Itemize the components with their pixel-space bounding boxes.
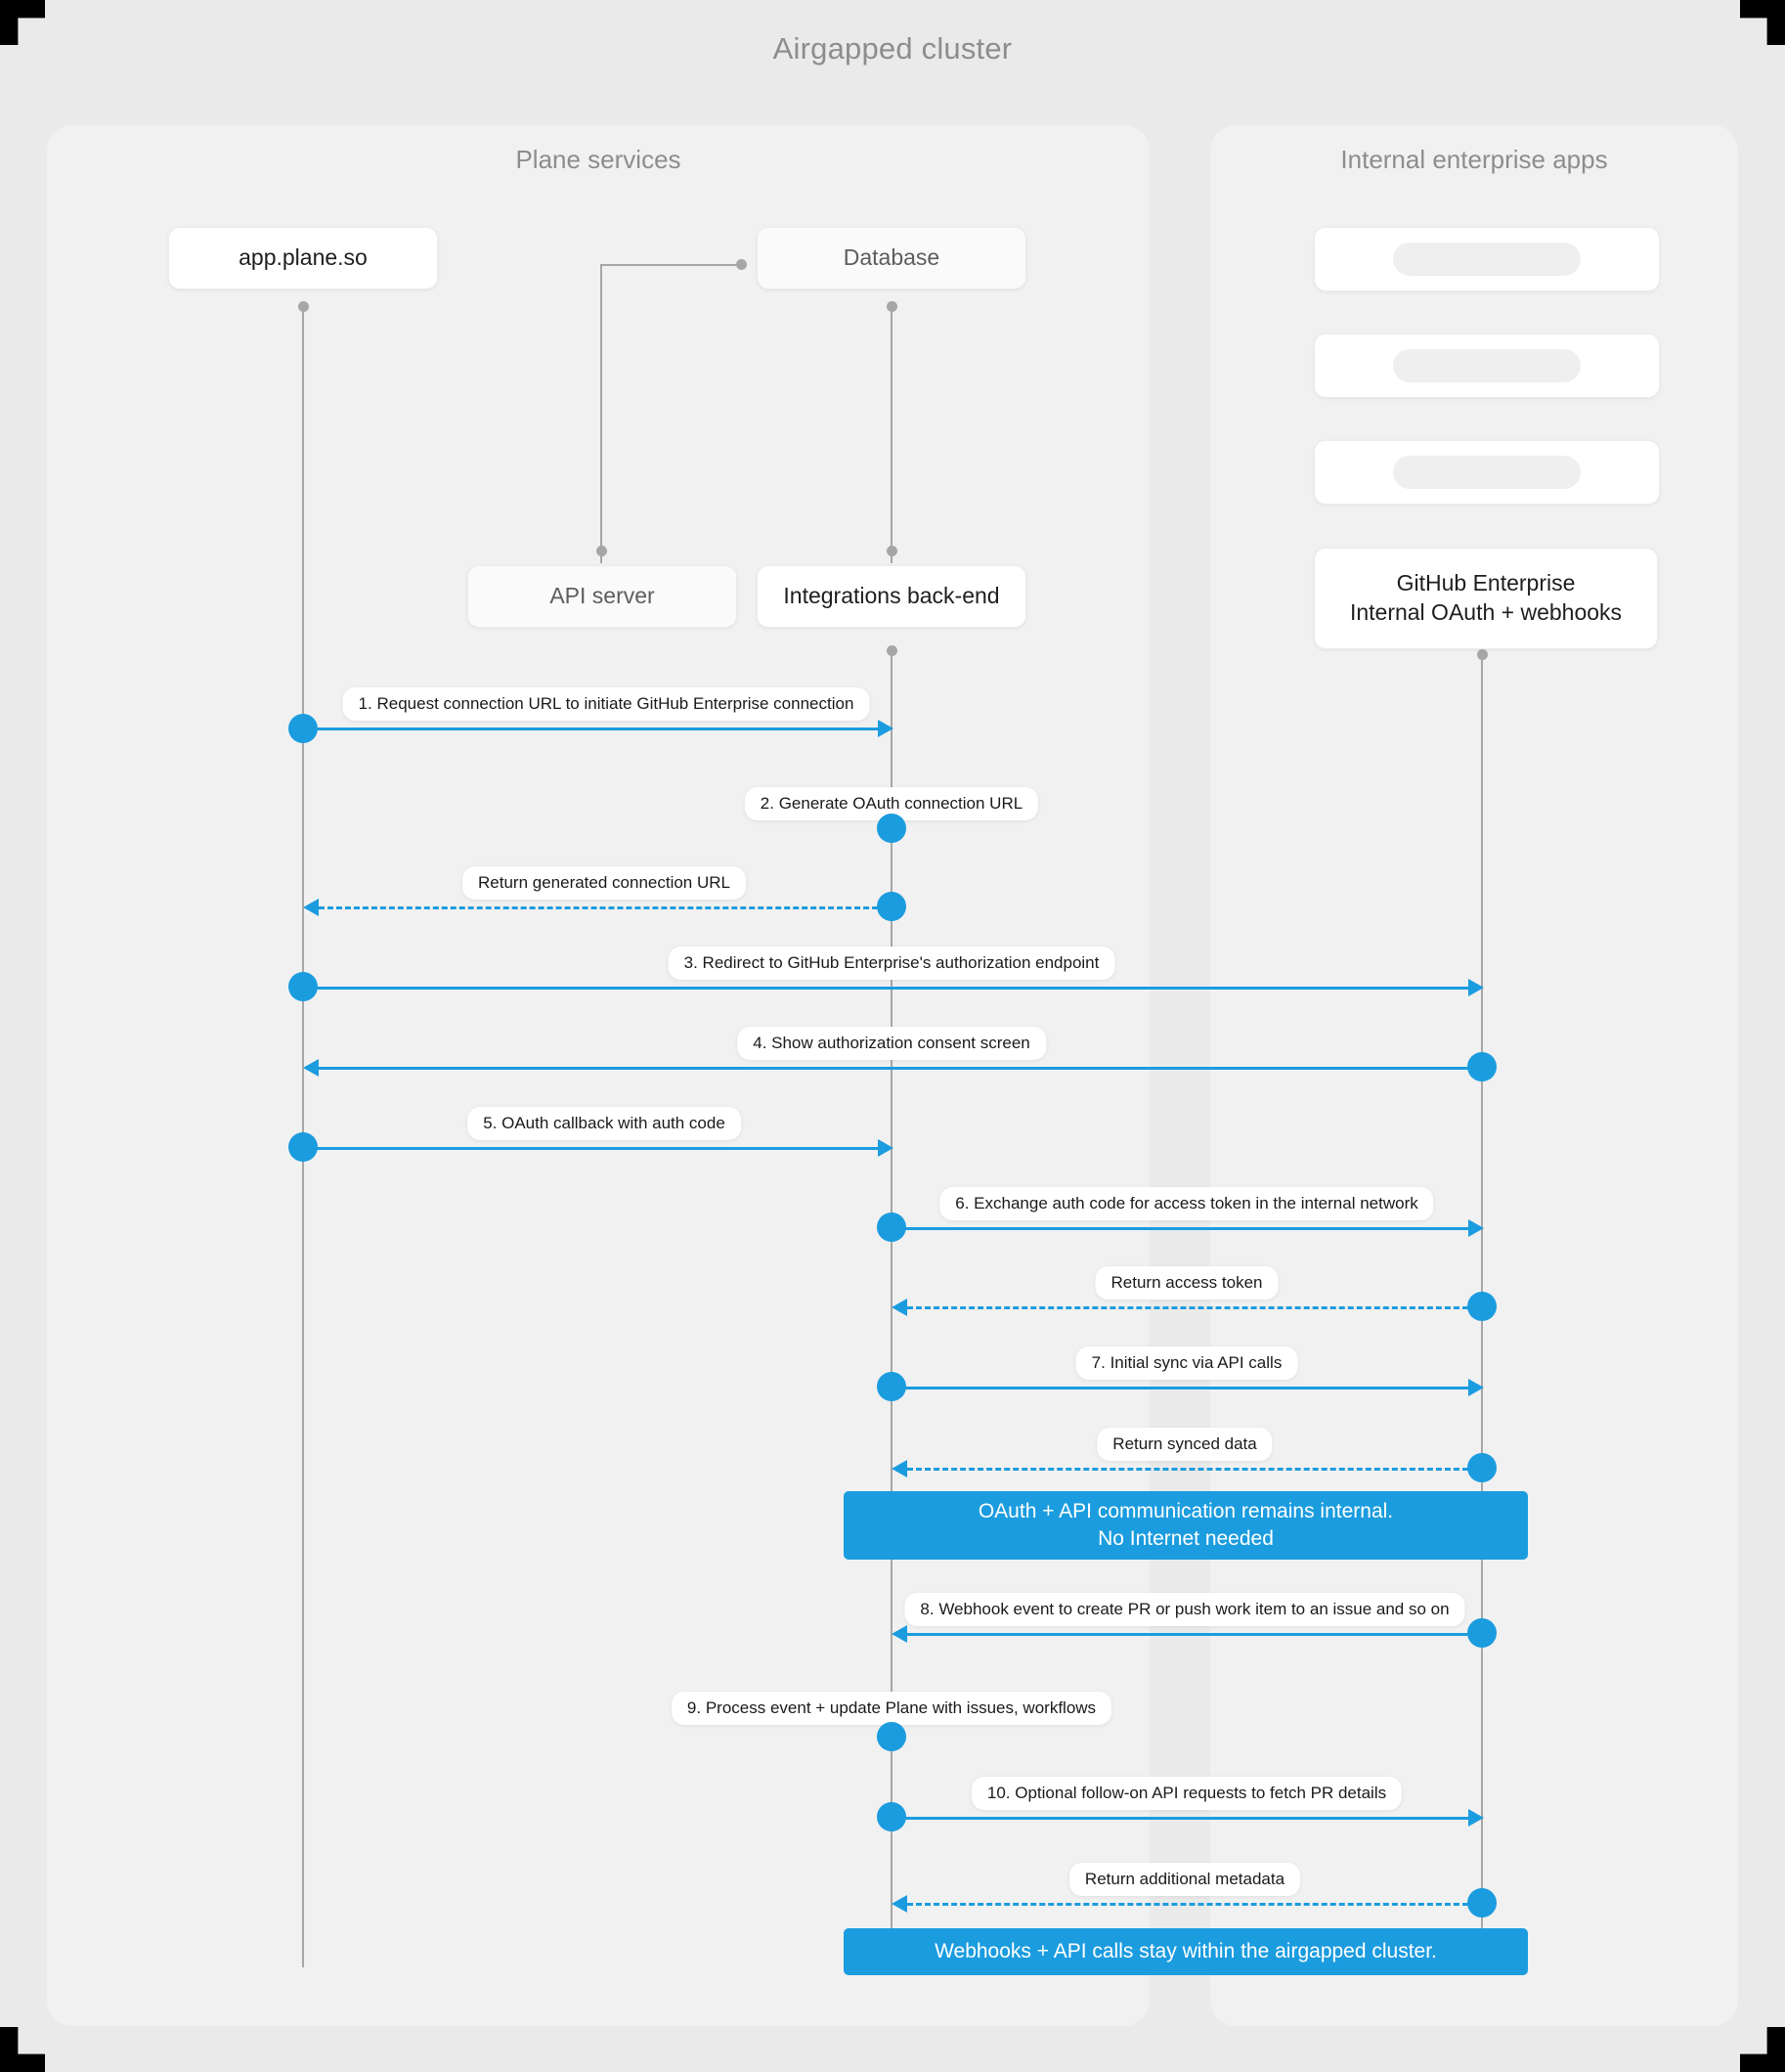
panel-plane-services: Plane services [47,125,1150,2026]
placeholder-box-1[interactable] [1314,227,1660,291]
diagram-title: Airgapped cluster [772,31,1013,66]
message-label-7: 7. Initial sync via API calls [1075,1346,1298,1380]
crop-mark-bottom-right [1740,2027,1785,2072]
node-label-database: Database [843,244,940,271]
note-oauth-internal-line2: No Internet needed [1098,1527,1274,1550]
message-line-return-access-token [907,1306,1486,1309]
message-arrow-1 [878,720,893,737]
lifeline-dot-api-server [595,546,607,556]
message-line-4 [319,1067,1486,1070]
message-label-1: 1. Request connection URL to initiate Gi… [342,687,870,721]
node-api-server[interactable]: API server [467,565,737,628]
message-line-10 [892,1817,1472,1820]
placeholder-bar-2 [1393,349,1581,382]
activation-dot-2-self [877,814,906,843]
note-oauth-internal-line1: OAuth + API communication remains intern… [978,1499,1394,1522]
activation-dot-return-synced-data-source [1467,1453,1497,1482]
node-integrations-backend[interactable]: Integrations back-end [757,565,1026,628]
crop-mark-bottom-left [0,2027,45,2072]
activation-dot-4-source [1467,1052,1497,1081]
message-label-8: 8. Webhook event to create PR or push wo… [904,1593,1465,1626]
activation-dot-return-connection-url-source [877,892,906,921]
panel-title-plane-services: Plane services [515,145,681,174]
lifeline-dot-github-enterprise [1476,649,1488,660]
activation-dot-10-source [877,1802,906,1831]
message-arrow-7 [1468,1379,1484,1396]
placeholder-box-2[interactable] [1314,333,1660,398]
node-github-enterprise[interactable]: GitHub Enterprise Internal OAuth + webho… [1314,548,1658,649]
note-webhooks-internal-line1: Webhooks + API calls stay within the air… [935,1939,1437,1962]
note-oauth-internal: OAuth + API communication remains intern… [844,1491,1528,1560]
activation-dot-5-source [288,1132,318,1162]
node-label-github-enterprise-line1: GitHub Enterprise [1396,570,1576,596]
message-label-return-synced-data: Return synced data [1097,1428,1273,1461]
message-label-5: 5. OAuth callback with auth code [467,1107,741,1140]
message-line-5 [303,1147,882,1150]
activation-dot-return-additional-metadata-source [1467,1888,1497,1918]
panel-title-internal-enterprise-apps: Internal enterprise apps [1340,145,1608,174]
lifeline-api-server [600,264,602,563]
activation-dot-6-source [877,1212,906,1242]
message-line-6 [892,1227,1472,1230]
connector-dot-database [735,259,747,270]
message-arrow-5 [878,1139,893,1157]
message-line-1 [303,727,882,730]
message-line-return-additional-metadata [907,1903,1486,1906]
message-line-return-synced-data [907,1468,1486,1471]
message-label-6: 6. Exchange auth code for access token i… [939,1187,1434,1220]
placeholder-bar-3 [1393,456,1581,489]
message-label-9: 9. Process event + update Plane with iss… [671,1692,1112,1725]
lifeline-dot-integrations-backend [886,645,897,656]
lifeline-dot-database-bottom [886,546,897,556]
message-label-return-access-token: Return access token [1095,1266,1279,1300]
message-label-return-connection-url: Return generated connection URL [462,866,746,900]
message-arrow-return-synced-data [892,1460,907,1477]
message-arrow-10 [1468,1809,1484,1827]
lifeline-database [891,305,892,563]
message-arrow-return-connection-url [303,899,319,916]
activation-dot-8-source [1467,1618,1497,1648]
activation-dot-9-self [877,1722,906,1751]
message-label-10: 10. Optional follow-on API requests to f… [971,1777,1403,1810]
placeholder-box-3[interactable] [1314,440,1660,505]
activation-dot-1-source [288,714,318,743]
message-label-return-additional-metadata: Return additional metadata [1068,1863,1301,1896]
placeholder-bar-1 [1393,242,1581,276]
message-arrow-3 [1468,979,1484,996]
activation-dot-7-source [877,1372,906,1401]
message-arrow-return-access-token [892,1299,907,1316]
node-app-plane-so[interactable]: app.plane.so [168,227,438,289]
message-line-8 [907,1633,1486,1636]
activation-dot-return-access-token-source [1467,1292,1497,1321]
node-label-github-enterprise-line2: Internal OAuth + webhooks [1349,599,1623,625]
message-arrow-8 [892,1625,907,1643]
message-label-3: 3. Redirect to GitHub Enterprise's autho… [668,947,1115,980]
message-line-3 [303,987,1472,990]
message-arrow-6 [1468,1219,1484,1237]
message-label-4: 4. Show authorization consent screen [737,1027,1046,1060]
message-arrow-return-additional-metadata [892,1895,907,1913]
node-label-integrations-backend: Integrations back-end [783,583,1000,609]
message-arrow-4 [303,1059,319,1077]
message-line-7 [892,1387,1472,1389]
note-webhooks-internal: Webhooks + API calls stay within the air… [844,1928,1528,1975]
connector-database-to-api-server [600,264,741,267]
lifeline-dot-app-plane-so [297,301,309,312]
node-database[interactable]: Database [757,227,1026,289]
lifeline-dot-database [886,301,897,312]
message-line-return-connection-url [319,906,895,909]
node-label-app-plane-so: app.plane.so [239,244,368,271]
activation-dot-3-source [288,972,318,1001]
node-label-api-server: API server [549,583,655,609]
